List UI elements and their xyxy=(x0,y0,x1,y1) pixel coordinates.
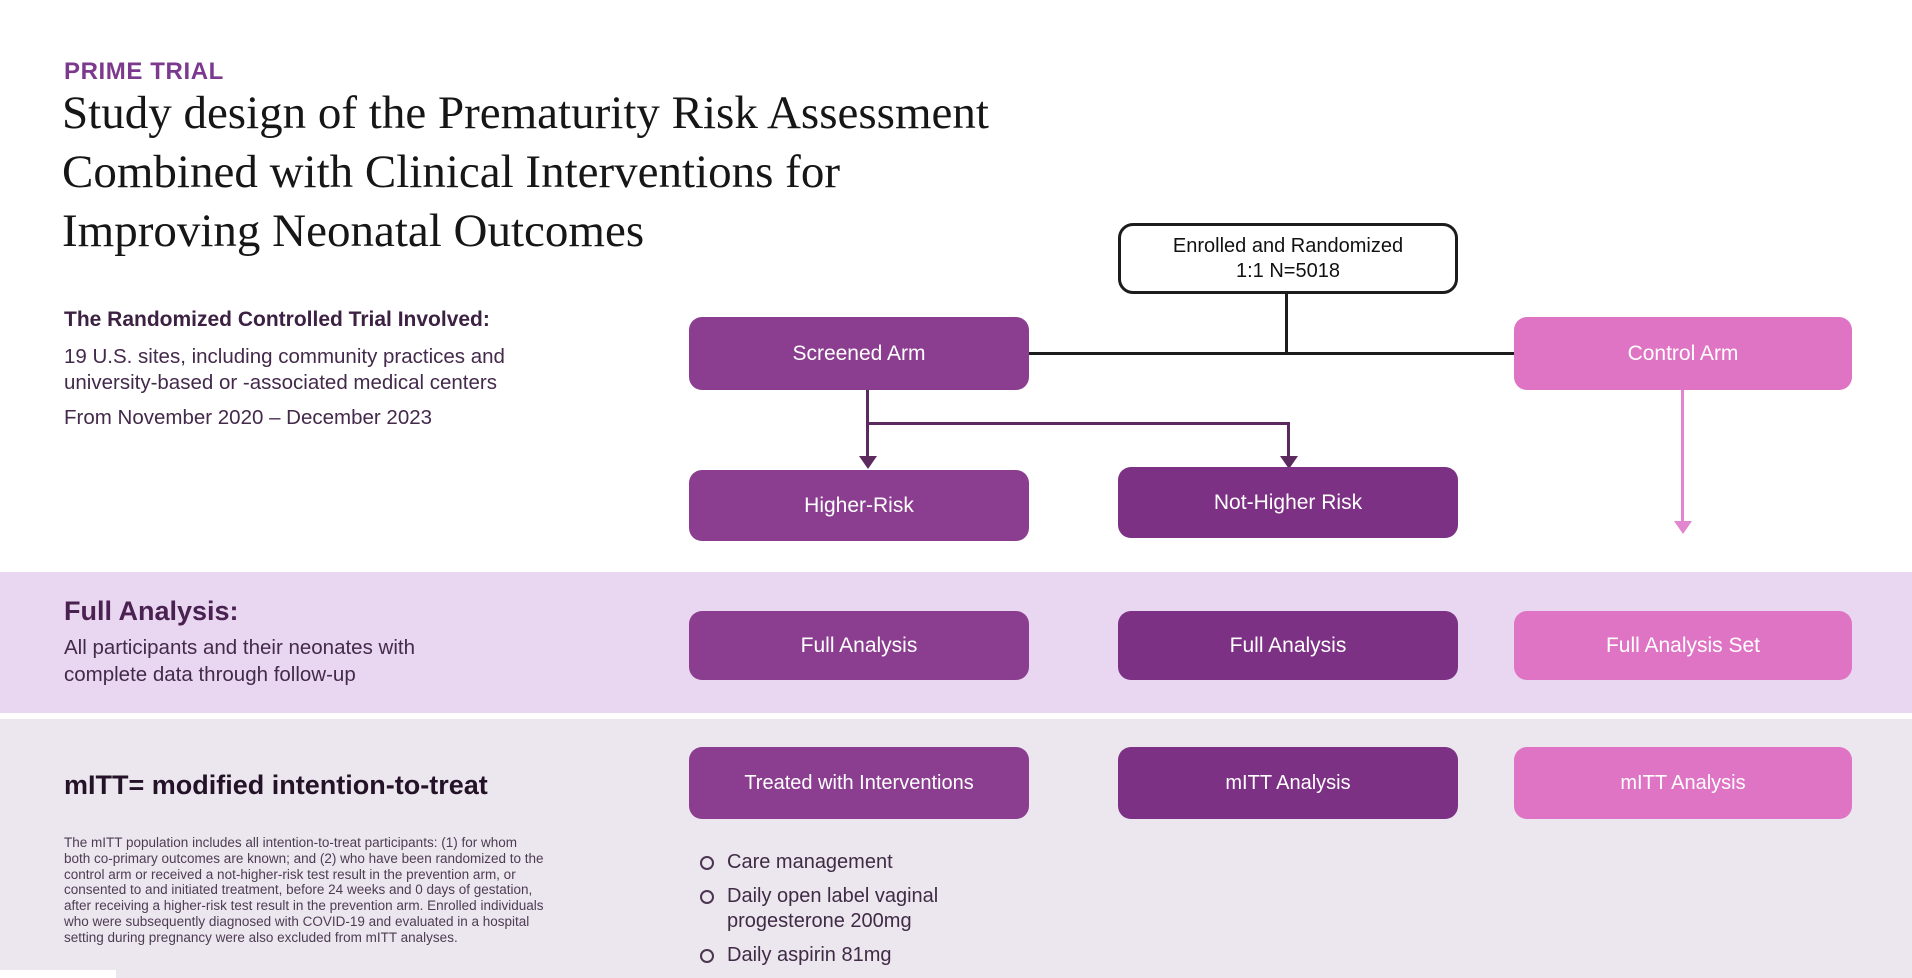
bullet-circle-icon xyxy=(700,856,714,870)
enrolled-randomized-box: Enrolled and Randomized 1:1 N=5018 xyxy=(1118,223,1458,294)
connector-not-higher-risk-stem-line xyxy=(1287,422,1290,458)
full-analysis-heading: Full Analysis: xyxy=(64,596,239,626)
full-analysis-screened-box: Full Analysis xyxy=(689,611,1029,680)
arrowhead-not-higher-risk-icon xyxy=(1280,456,1298,469)
connector-screened-stem-line xyxy=(866,390,869,425)
arrowhead-higher-risk-icon xyxy=(859,456,877,469)
page-title-line-2: Combined with Clinical Interventions for xyxy=(62,146,840,198)
bullet-circle-icon xyxy=(700,949,714,963)
higher-risk-box: Higher-Risk xyxy=(689,470,1029,541)
control-arm-box: Control Arm xyxy=(1514,317,1852,390)
treated-with-interventions-box: Treated with Interventions xyxy=(689,747,1029,819)
rct-dates-text: From November 2020 – December 2023 xyxy=(64,406,433,429)
full-analysis-description: All participants and their neonates with… xyxy=(64,636,415,686)
rct-involved-heading: The Randomized Controlled Trial Involved… xyxy=(64,308,490,331)
full-analysis-set-box: Full Analysis Set xyxy=(1514,611,1852,680)
intervention-care-management: Care management xyxy=(727,851,893,873)
mitt-analysis-not-higher-box: mITT Analysis xyxy=(1118,747,1458,819)
connector-enrolled-vertical-line xyxy=(1285,294,1288,354)
page-title-line-3: Improving Neonatal Outcomes xyxy=(62,205,645,257)
intervention-aspirin: Daily aspirin 81mg xyxy=(727,944,892,966)
list-item: Care management xyxy=(700,850,1000,875)
list-item: Daily aspirin 81mg xyxy=(700,943,1000,968)
mitt-fine-print: The mITT population includes all intenti… xyxy=(64,835,544,945)
page-title-line-1: Study design of the Prematurity Risk Ass… xyxy=(62,87,989,139)
bottom-left-notch xyxy=(0,970,116,978)
connector-arms-horizontal-line xyxy=(1029,352,1516,355)
not-higher-risk-box: Not-Higher Risk xyxy=(1118,467,1458,538)
mitt-analysis-control-box: mITT Analysis xyxy=(1514,747,1852,819)
mitt-heading: mITT= modified intention-to-treat xyxy=(64,770,488,800)
list-item: Daily open label vaginal progesterone 20… xyxy=(700,884,1000,934)
screened-arm-box: Screened Arm xyxy=(689,317,1029,390)
connector-control-arm-stem-line xyxy=(1681,390,1684,522)
trial-name-label: PRIME TRIAL xyxy=(64,58,224,85)
rct-sites-text: 19 U.S. sites, including community pract… xyxy=(64,345,505,394)
connector-higher-risk-stem-line xyxy=(866,422,869,458)
connector-risk-horizontal-line xyxy=(866,422,1290,425)
page-title: Study design of the Prematurity Risk Ass… xyxy=(62,84,989,261)
interventions-list: Care management Daily open label vaginal… xyxy=(700,850,1000,977)
bullet-circle-icon xyxy=(700,890,714,904)
arrowhead-control-arm-icon xyxy=(1674,521,1692,534)
full-analysis-not-higher-box: Full Analysis xyxy=(1118,611,1458,680)
intervention-progesterone: Daily open label vaginal progesterone 20… xyxy=(727,885,939,932)
